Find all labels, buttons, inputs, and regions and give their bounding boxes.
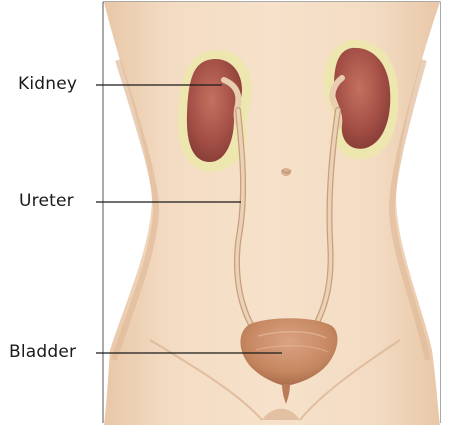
ureter-label: Ureter xyxy=(19,191,74,211)
kidney-label: Kidney xyxy=(18,74,77,94)
bladder-label: Bladder xyxy=(9,342,76,362)
